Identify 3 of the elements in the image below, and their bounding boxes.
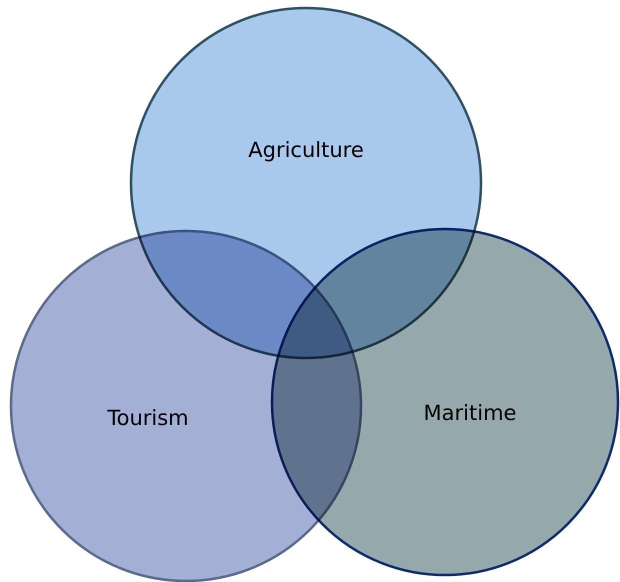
set-label: Agriculture bbox=[248, 138, 364, 162]
set-label: Tourism bbox=[107, 406, 189, 430]
set-label: Maritime bbox=[424, 401, 516, 425]
